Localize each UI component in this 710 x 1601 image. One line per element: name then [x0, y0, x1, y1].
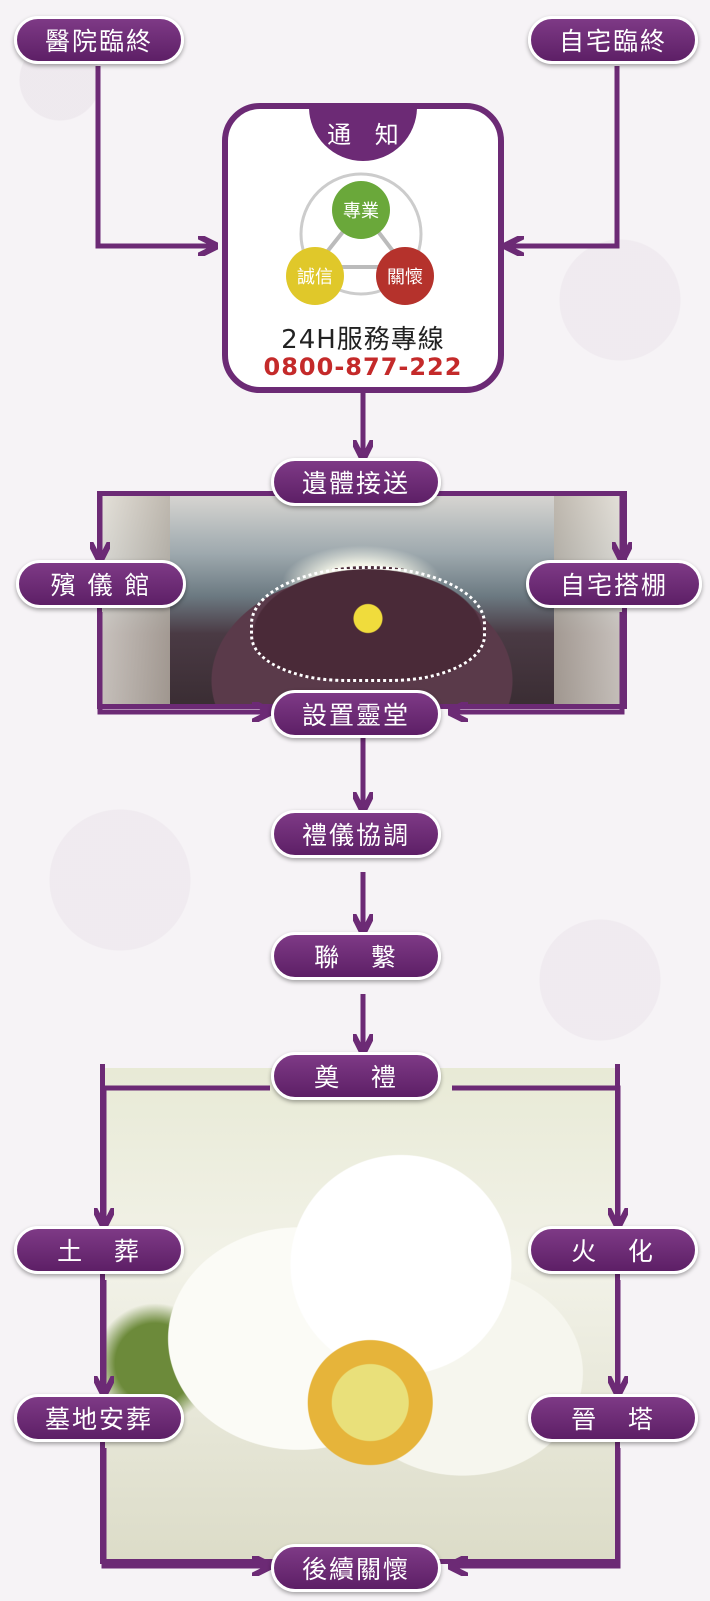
- professional-circle: 專業: [332, 181, 390, 239]
- ceremony-coordination-step[interactable]: 禮儀協調: [271, 810, 441, 858]
- integrity-circle: 誠信: [286, 247, 344, 305]
- aftercare-step[interactable]: 後續關懷: [271, 1544, 441, 1592]
- line-home-to-notify: [508, 66, 620, 246]
- hospital-terminal-button[interactable]: 醫院臨終: [14, 16, 184, 64]
- tower-placement-step[interactable]: 晉 塔: [528, 1394, 698, 1442]
- cremation-step[interactable]: 火 化: [528, 1226, 698, 1274]
- contact-step[interactable]: 聯 繫: [271, 932, 441, 980]
- burial-step[interactable]: 土 葬: [14, 1226, 184, 1274]
- memorial-service-step[interactable]: 奠 禮: [271, 1052, 441, 1100]
- line-tower-to-aftercare: [452, 1448, 621, 1566]
- line-memorial-to-burial: [104, 1085, 270, 1224]
- hotline-label: 24H服務專線: [281, 325, 445, 355]
- notify-box: 通 知 專業 誠信 關懷 24H服務專線 0800-877-222: [222, 103, 504, 393]
- care-circle: 關懷: [376, 247, 434, 305]
- circle-triangle: [299, 172, 423, 296]
- line-to-setup-left: [97, 612, 268, 712]
- line-memorial-to-cremation: [452, 1085, 618, 1224]
- home-terminal-button[interactable]: 自宅臨終: [528, 16, 698, 64]
- hotline-number[interactable]: 0800-877-222: [263, 353, 463, 381]
- line-hospital-to-notify: [95, 66, 214, 246]
- line-cemetery-to-aftercare: [101, 1448, 268, 1566]
- body-transport-step[interactable]: 遺體接送: [271, 458, 441, 506]
- home-tent-step[interactable]: 自宅搭棚: [526, 560, 702, 608]
- cemetery-burial-step[interactable]: 墓地安葬: [14, 1394, 184, 1442]
- lotus-photo: [104, 1068, 616, 1560]
- funeral-home-step[interactable]: 殯 儀 館: [16, 560, 186, 608]
- flower-altar: [250, 566, 486, 682]
- setup-hall-step[interactable]: 設置靈堂: [271, 690, 441, 738]
- line-to-setup-right: [452, 612, 625, 712]
